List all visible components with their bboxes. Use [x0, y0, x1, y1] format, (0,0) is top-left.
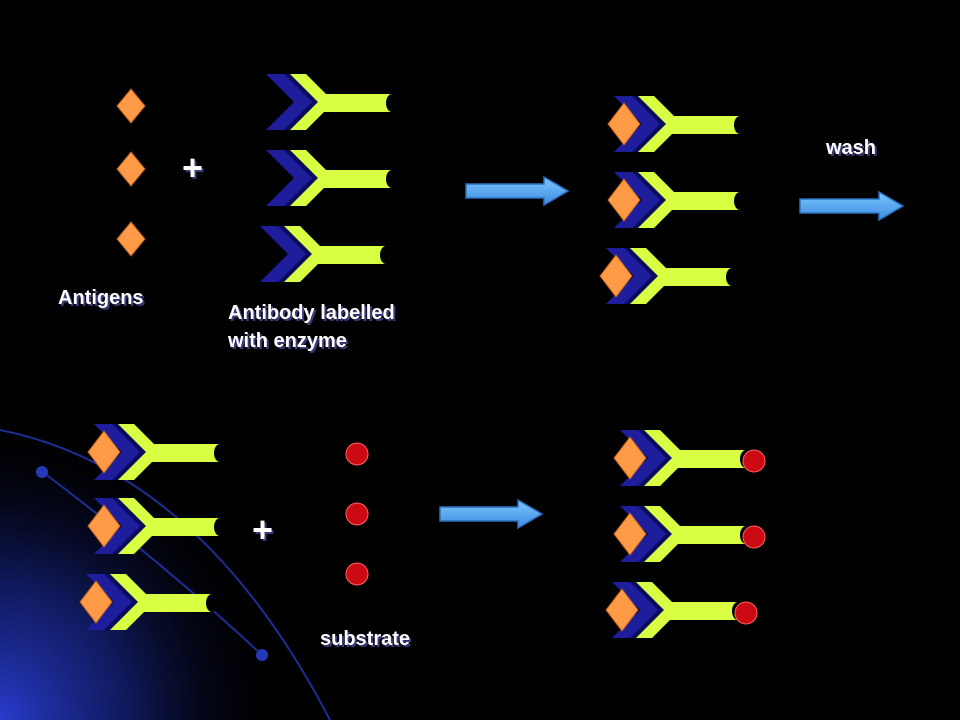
right-arrow-icon	[439, 498, 544, 530]
antigen-diamond-icon	[613, 436, 647, 480]
antibody-stem	[150, 444, 220, 462]
antibody-stem	[670, 116, 740, 134]
antibody-icon	[260, 226, 392, 282]
antibody-stem	[676, 526, 746, 544]
substrate-circle-icon	[734, 601, 758, 625]
antigen-diamond-icon	[87, 504, 121, 548]
right-arrow-icon	[465, 175, 570, 207]
substrate-circle-icon	[345, 562, 369, 586]
antibody-icon	[86, 574, 218, 630]
decor-dot	[256, 649, 268, 661]
antibody-stem	[322, 170, 392, 188]
antigen-diamond-icon	[607, 102, 641, 146]
antibody-icon	[606, 248, 738, 304]
antibody-core	[614, 172, 660, 228]
antibody-stem	[668, 602, 738, 620]
substrate-circle-icon	[345, 442, 369, 466]
antibody-icon	[94, 498, 226, 554]
antibody-stem	[676, 450, 746, 468]
antibody-icon	[614, 172, 746, 228]
antibody-label-line1: Antibody labelled	[228, 302, 395, 324]
antibody-stem	[662, 268, 732, 286]
antigen-diamond-icon	[613, 512, 647, 556]
antibody-stem-notch	[386, 94, 398, 112]
antibody-icon	[266, 74, 398, 130]
substrate-circle-icon	[345, 502, 369, 526]
antibody-stem	[670, 192, 740, 210]
antigen-diamond-icon	[116, 151, 146, 187]
antigens-label: Antigens	[58, 287, 144, 309]
wash-label: wash	[826, 137, 877, 159]
antibody-stem-notch	[386, 170, 398, 188]
antibody-stem-notch	[214, 518, 226, 536]
antibody-core	[260, 226, 306, 282]
antibody-stem-notch	[734, 116, 746, 134]
antigen-diamond-icon	[599, 254, 633, 298]
antibody-stem	[150, 518, 220, 536]
substrate-circle-icon	[742, 525, 766, 549]
antibody-core	[266, 74, 312, 130]
antigen-diamond-icon	[607, 178, 641, 222]
antibody-icon	[614, 96, 746, 152]
antibody-core	[606, 248, 652, 304]
antibody-stem-notch	[206, 594, 218, 612]
antibody-stem	[142, 594, 212, 612]
antibody-core	[94, 498, 140, 554]
antibody-icon	[620, 430, 752, 486]
substrate-label: substrate	[320, 628, 411, 650]
antibody-core	[86, 574, 132, 630]
antibody-icon	[266, 150, 398, 206]
antibody-stem	[316, 246, 386, 264]
antigen-diamond-icon	[116, 88, 146, 124]
antibody-icon	[94, 424, 226, 480]
antibody-stem-notch	[380, 246, 392, 264]
diagram-marks	[79, 74, 905, 638]
antibody-core	[620, 506, 666, 562]
antibody-stem-notch	[726, 268, 738, 286]
antigen-diamond-icon	[87, 430, 121, 474]
antibody-stem-notch	[214, 444, 226, 462]
antigen-diamond-icon	[116, 221, 146, 257]
antibody-core	[614, 96, 660, 152]
decor-dot	[36, 466, 48, 478]
antibody-stem	[322, 94, 392, 112]
antibody-core	[612, 582, 658, 638]
antibody-stem-notch	[734, 192, 746, 210]
right-arrow-icon	[799, 190, 905, 222]
antigen-diamond-icon	[79, 580, 113, 624]
antibody-core	[266, 150, 312, 206]
decor-arc	[39, 469, 263, 656]
antibody-core	[94, 424, 140, 480]
antibody-label-line2: with enzyme	[228, 330, 347, 352]
antibody-core	[620, 430, 666, 486]
plus-sign-top: +	[182, 147, 204, 188]
plus-sign-bottom: +	[252, 509, 274, 550]
substrate-circle-icon	[742, 449, 766, 473]
antigen-diamond-icon	[605, 588, 639, 632]
